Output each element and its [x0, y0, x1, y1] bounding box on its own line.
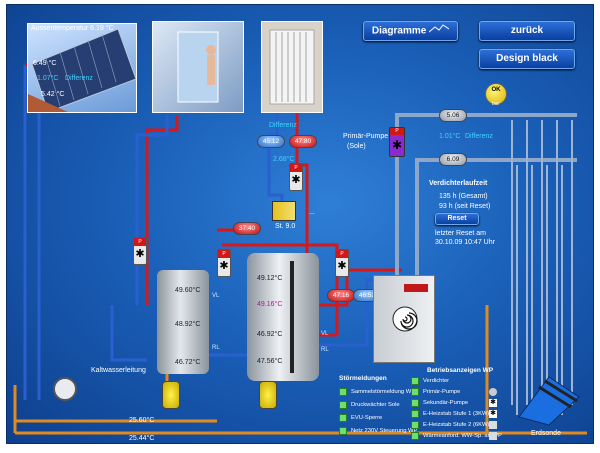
operation-led	[411, 421, 419, 429]
hot-water-tank	[157, 270, 209, 374]
mixer-label: St. 9.0	[275, 223, 296, 230]
mixer-dots: ...	[309, 209, 315, 216]
control-screen: Aussentemperatur 6.19 °C 6.49 °C 1.07°C …	[6, 4, 594, 444]
hw-temp-left: 45.12	[257, 135, 285, 148]
solar-temp-bottom: 5.42 °C	[41, 91, 65, 98]
last-reset-date: 30.10.09 10:47 Uhr	[435, 239, 495, 246]
pipe-temp-1: 25.60°C	[129, 417, 155, 424]
secondary-pump-icon: P✱	[335, 249, 349, 277]
radiator-pump-icon: P✱	[289, 163, 303, 191]
heating-pump-icon: P✱	[217, 249, 231, 277]
chart-icon	[428, 22, 450, 40]
operation-item-label: E-Heizstab Stufe 2 (6KW)	[423, 422, 490, 428]
hw-diff-value: 2.68°C	[273, 156, 295, 163]
tank-right-vl: VL	[321, 331, 329, 337]
operation-item-label: Sekundär-Pumpe	[423, 400, 469, 406]
cold-water-label: Kaltwasserleitung	[91, 367, 146, 374]
pump-status-icon: ✱	[489, 410, 497, 418]
hp-temp-red: 47.16	[327, 289, 355, 302]
operation-led	[411, 432, 419, 440]
tank-left-t2: 48.92°C	[175, 321, 201, 328]
operation-item-label: Wärmeanford. WW-Sp. an WP	[423, 433, 502, 439]
faults-title: Störmeldungen	[339, 375, 387, 382]
fault-item-label: Sammelstörmeldung WP	[351, 389, 416, 395]
expansion-vessel-right	[259, 381, 277, 409]
fault-item-label: EVU-Sperre	[351, 415, 383, 421]
reset-button[interactable]: Reset	[435, 213, 479, 225]
operation-led	[411, 410, 419, 418]
last-reset-label: letzter Reset am	[435, 230, 486, 237]
shower-image	[152, 21, 244, 113]
compressor-status-icon	[489, 388, 497, 396]
brine-diff-value: 1.01°C	[439, 133, 461, 140]
solar-diff-value: 1.07°C	[37, 75, 59, 82]
ok-badge[interactable]: OK	[485, 83, 507, 105]
fault-item-label: Druckwächter Sole	[351, 402, 400, 408]
tank-right-rl: RL	[321, 347, 329, 353]
tank-left-t3: 46.72°C	[175, 359, 201, 366]
operation-led	[411, 388, 419, 396]
tank-left-vl: VL	[212, 293, 220, 299]
fan-icon	[392, 306, 418, 332]
primary-pump-icon: P ✱	[389, 127, 405, 157]
outside-temp: Aussentemperatur 6.19 °C	[31, 25, 114, 32]
diagramme-button-label: Diagramme	[371, 25, 427, 37]
ok-label: OK	[491, 87, 501, 93]
solar-diff-label: Differenz	[65, 75, 93, 82]
ground-probe-label: Erdsonde	[531, 430, 561, 437]
hw-temp-right: 47.80	[289, 135, 317, 148]
ground-probe-icon	[518, 376, 580, 426]
pressure-unit: bar	[492, 101, 500, 107]
diagramme-button[interactable]: Diagramme	[363, 21, 458, 41]
hw-pump-icon: P✱	[133, 237, 147, 265]
fault-led	[339, 388, 347, 396]
brine-diff-label: Differenz	[465, 133, 493, 140]
heater-status-icon	[489, 432, 497, 440]
tank-left-t1: 49.60°C	[175, 287, 201, 294]
fault-led	[339, 401, 347, 409]
operation-item-label: Primär-Pumpe	[423, 389, 461, 395]
primary-pump-label2: (Sole)	[347, 143, 366, 150]
operation-title: Betriebsanzeigen WP	[427, 367, 494, 374]
compressor-since-reset: 93 h (seit Reset)	[439, 203, 491, 210]
buffer-tank	[247, 253, 319, 381]
tank-left-rl: RL	[212, 345, 220, 351]
compressor-total: 135 h (Gesamt)	[439, 193, 488, 200]
tank-right-t2: 49.16°C	[257, 301, 283, 308]
compressor-title: Verdichterlaufzeit	[429, 180, 488, 187]
hw-diff-label: Differenz	[269, 122, 297, 129]
pump-status-icon: ✱	[489, 399, 497, 407]
tank-right-t1: 49.12°C	[257, 275, 283, 282]
heat-pump-unit	[373, 275, 435, 363]
operation-led	[411, 399, 419, 407]
tank-right-t3: 46.92°C	[257, 331, 283, 338]
fault-led	[339, 414, 347, 422]
fault-led	[339, 427, 347, 435]
solar-panel-image	[27, 23, 137, 113]
pipe-temp-2: 25.44°C	[129, 435, 155, 442]
buffer-tank-stripe	[290, 261, 294, 373]
water-meter-icon	[53, 377, 77, 401]
tank-right-t4: 47.56°C	[257, 358, 283, 365]
operation-item-label: Verdichter	[423, 378, 450, 384]
fault-item-label: Netz 230V Steuerung WP	[351, 428, 418, 434]
radiator-image	[261, 21, 323, 113]
pressure-upper: 5.06	[439, 109, 467, 122]
back-button[interactable]: zurück	[479, 21, 575, 41]
design-black-button[interactable]: Design black	[479, 49, 575, 69]
pressure-lower: 6.09	[439, 153, 467, 166]
operation-item-label: E-Heizstab Stufe 1 (3KW)	[423, 411, 490, 417]
solar-temp-top: 6.49 °C	[33, 60, 57, 67]
heater-status-icon	[489, 421, 497, 429]
mixer-valve-icon	[272, 201, 296, 221]
operation-led	[411, 377, 419, 385]
mixer-temp: 37.40	[233, 222, 261, 235]
primary-pump-label1: Primär-Pumpe	[343, 133, 389, 140]
expansion-vessel-left	[162, 381, 180, 409]
